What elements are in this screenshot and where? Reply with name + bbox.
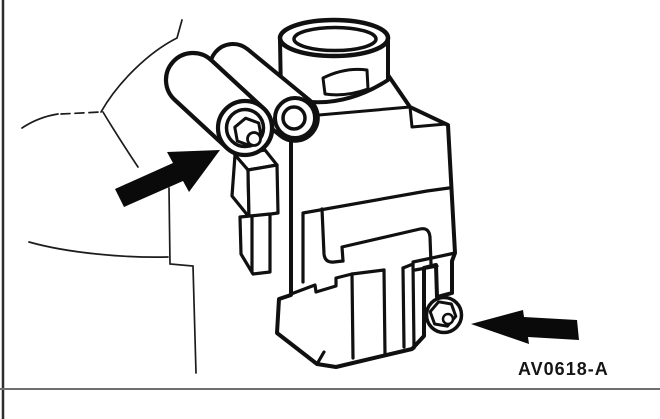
cylinder-front-slot xyxy=(321,67,370,97)
tube-end-faces xyxy=(215,96,317,158)
callout-arrows xyxy=(115,150,579,344)
front-tube-ring xyxy=(224,107,266,149)
upper-fitting-stud xyxy=(246,131,262,147)
component-body xyxy=(163,17,464,369)
cylinder-top-opening xyxy=(292,25,378,53)
lower-mounting-bolt xyxy=(424,295,464,335)
body-channel-lines xyxy=(289,186,457,366)
rear-tube-opening-inner xyxy=(281,105,307,131)
mounting-bracket-blocks xyxy=(230,148,280,276)
figure-reference-code: AV0618-A xyxy=(518,359,609,379)
bolt-head-detail xyxy=(441,312,455,326)
upper-fitting-arrow-icon xyxy=(115,150,220,207)
background-outline-lines xyxy=(21,19,197,374)
top-cylinder xyxy=(277,17,391,105)
lower-bolt-arrow-icon xyxy=(471,310,579,344)
